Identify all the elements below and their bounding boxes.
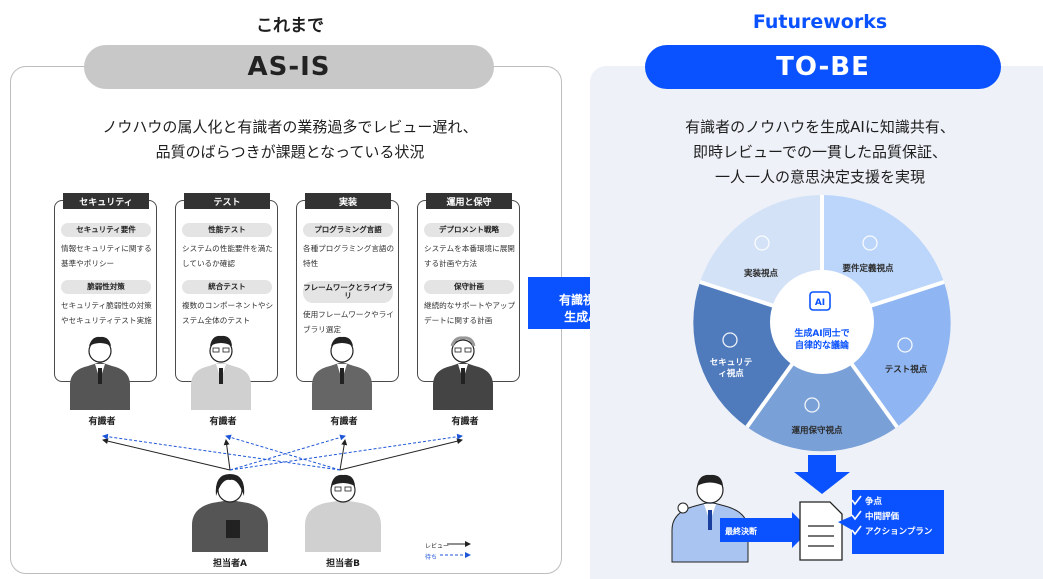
card-text: セキュリティ脆弱性の対策やセキュリティテスト実施: [61, 301, 152, 325]
wheel-center-line1: 生成AI同士で: [794, 329, 850, 339]
card-tag: 統合テスト: [182, 280, 272, 294]
owner-a-figure: [192, 474, 268, 552]
expert-figure: [70, 336, 130, 410]
card-text: 継続的なサポートやアップデートに関する計画: [424, 301, 516, 325]
segment-label-operations: 運用保守視点: [791, 426, 843, 436]
expert-label: 有識者: [451, 417, 479, 427]
asis-description: ノウハウの属人化と有識者の業務過多でレビュー遅れ、 品質のばらつきが課題となって…: [40, 115, 540, 165]
tobe-pill: TO-BE: [645, 45, 1001, 89]
wheel-center: [770, 270, 874, 374]
document-icon: [799, 501, 843, 561]
expert-figure: [312, 336, 372, 410]
expert-figure: [433, 336, 493, 410]
card-tag: 保守計画: [424, 280, 514, 294]
asis-description-line2: 品質のばらつきが課題となっている状況: [155, 143, 425, 161]
wheel-segment-requirements: [822, 194, 944, 306]
wheel-segment-security: [693, 282, 793, 427]
wheel-segment-operations: [747, 363, 897, 452]
tobe-description-line2: 即時レビューでの一貫した品質保証、: [692, 143, 948, 161]
expert-label: 有識者: [330, 417, 358, 427]
owner-b-label: 担当者B: [326, 559, 360, 569]
wait-arrows: [102, 433, 463, 471]
card-title: 運用と保守: [426, 193, 512, 209]
card-title: テスト: [184, 193, 270, 209]
robot-head-icons: [722, 235, 913, 413]
card-tag: フレームワークとライブラリ: [303, 281, 393, 303]
card-text: システムの性能要件を満たしているか確認: [182, 244, 273, 268]
card-title: 実装: [305, 193, 391, 209]
card-implementation: 実装 プログラミング言語 各種プログラミング言語の特性 フレームワークとライブラ…: [296, 193, 399, 382]
owner-a-label: 担当者A: [213, 559, 247, 569]
review-arrows: [102, 438, 463, 471]
card-text: 情報セキュリティに関する基準やポリシー: [61, 244, 152, 268]
tobe-description: 有識者のノウハウを生成AIに知識共有、 即時レビューでの一貫した品質保証、 一人…: [610, 115, 1030, 190]
down-arrow: [794, 455, 850, 494]
legend-review: レビュー: [425, 543, 450, 550]
expert-figure: [191, 335, 251, 410]
output-item: 中間評価: [865, 512, 900, 522]
wheel-segment-test: [851, 282, 951, 427]
asis-description-line1: ノウハウの属人化と有識者の業務過多でレビュー遅れ、: [102, 118, 478, 136]
check-icons: [851, 495, 862, 536]
expert-label: 有識者: [209, 417, 237, 427]
tobe-description-line1: 有識者のノウハウを生成AIに知識共有、: [685, 118, 955, 136]
asis-pill: AS-IS: [84, 45, 494, 89]
card-security: セキュリティ セキュリティ要件 情報セキュリティに関する基準やポリシー 脆弱性対…: [54, 193, 157, 382]
ai-badge: AI: [815, 298, 825, 308]
decision-maker-figure: [671, 474, 749, 563]
card-tag: デプロメント戦略: [424, 223, 514, 237]
card-title: セキュリティ: [63, 193, 149, 209]
asis-heading: これまで: [256, 16, 324, 36]
card-tag: セキュリティ要件: [61, 223, 151, 237]
card-tag: プログラミング言語: [303, 223, 393, 237]
card-text: 複数のコンポーネントやシステム全体のテスト: [182, 301, 274, 325]
segment-label-requirements: 要件定義視点: [842, 264, 894, 274]
tobe-description-line3: 一人一人の意思決定支援を実現: [714, 168, 925, 186]
output-item: アクションプラン: [865, 527, 933, 537]
card-text: システムを本番環境に展開する計画や方法: [424, 244, 515, 268]
card-tag: 性能テスト: [182, 223, 272, 237]
ai-icon: [809, 291, 831, 311]
wheel-center-label: 生成AI同士で 自律的な議論: [776, 328, 868, 352]
outputs-bubble: [838, 490, 944, 554]
card-text: 各種プログラミング言語の特性: [303, 244, 395, 268]
tobe-heading: Futureworks: [752, 11, 888, 33]
owner-b-figure: [305, 474, 381, 552]
segment-label-test: テスト視点: [884, 365, 928, 375]
card-tag: 脆弱性対策: [61, 280, 151, 294]
legend-wait: 待ち: [425, 554, 438, 561]
card-text: 使用フレームワークやライブラリ選定: [303, 310, 394, 334]
segment-label-security: セキュリティ視点: [709, 358, 753, 379]
final-decision-label: 最終決断: [725, 527, 757, 536]
expert-label: 有識者: [88, 417, 116, 427]
output-item: 争点: [865, 497, 883, 507]
wheel-center-line2: 自律的な議論: [794, 341, 849, 351]
final-decision-arrow: [720, 512, 810, 548]
segment-label-implementation: 実装視点: [743, 269, 778, 279]
